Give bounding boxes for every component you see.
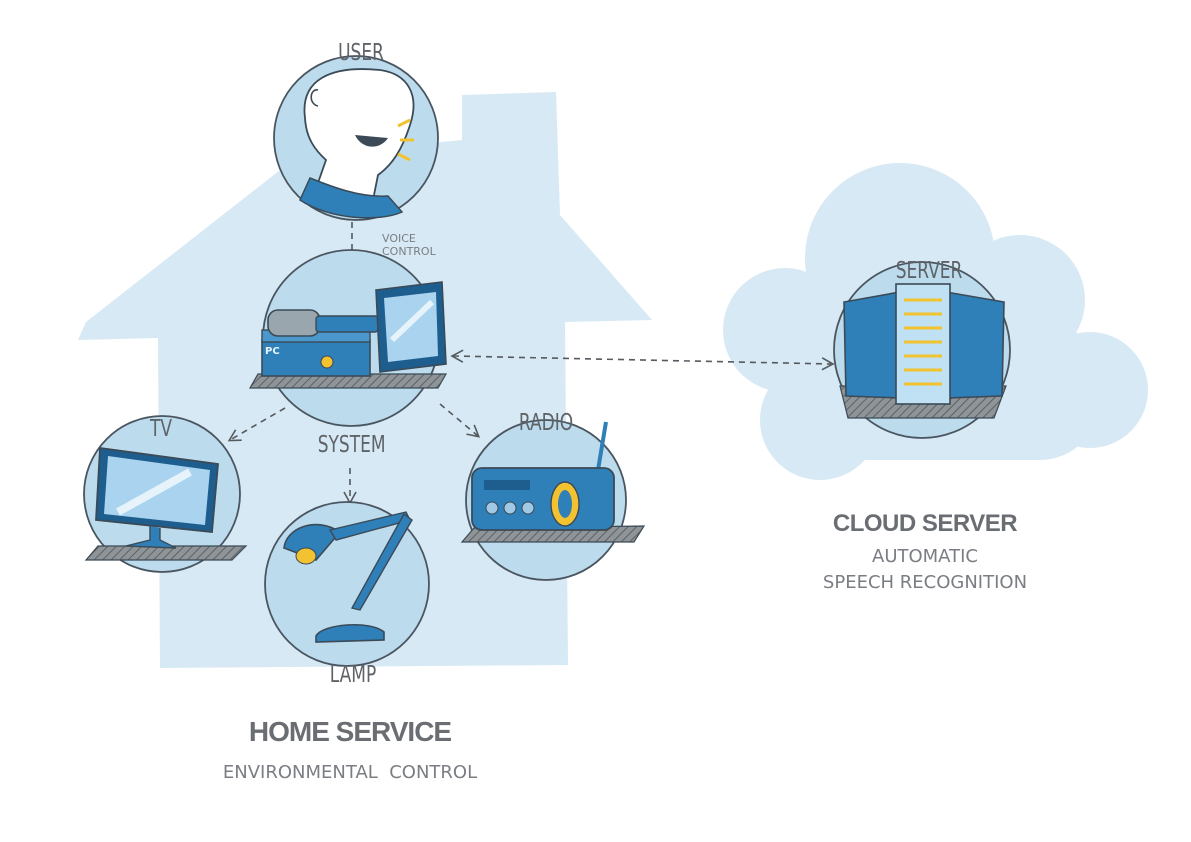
voice-control-line1: VOICE — [382, 232, 416, 245]
system-label: SYSTEM — [317, 432, 386, 458]
server-node — [833, 261, 1011, 439]
lamp-icon — [283, 511, 413, 643]
user-node — [273, 55, 439, 221]
cloud-server-subtitle-line2: SPEECH RECOGNITION — [822, 572, 1028, 593]
voice-control-line2: CONTROL — [382, 245, 436, 258]
microphone-icon — [267, 309, 379, 337]
tv-node — [83, 415, 248, 573]
home-service-subtitle: ENVIRONMENTAL CONTROL — [222, 762, 478, 783]
radio-label: RADIO — [518, 410, 574, 436]
tablet-icon — [375, 281, 447, 373]
system-shelf — [248, 373, 448, 389]
cloud-server-title: CLOUD SERVER — [832, 510, 1018, 537]
edge-system-radio — [439, 403, 481, 438]
radio-icon — [471, 421, 615, 531]
tv-icon — [95, 446, 219, 549]
lamp-node — [264, 501, 430, 667]
home-service-title: HOME SERVICE — [248, 716, 452, 747]
edge-system-server — [450, 349, 835, 371]
server-label: SERVER — [895, 258, 963, 284]
voice-control-label: VOICE CONTROL — [382, 232, 436, 258]
pc-device-label: PC — [265, 346, 280, 357]
user-label: USER — [338, 40, 384, 66]
radio-node — [460, 419, 646, 581]
user-face-icon — [299, 68, 415, 219]
tv-label: TV — [149, 416, 173, 442]
server-rack-icon — [843, 283, 1005, 405]
cloud-server-subtitle-line1: AUTOMATIC — [872, 546, 978, 567]
lamp-label: LAMP — [329, 662, 377, 688]
system-node — [248, 249, 448, 427]
